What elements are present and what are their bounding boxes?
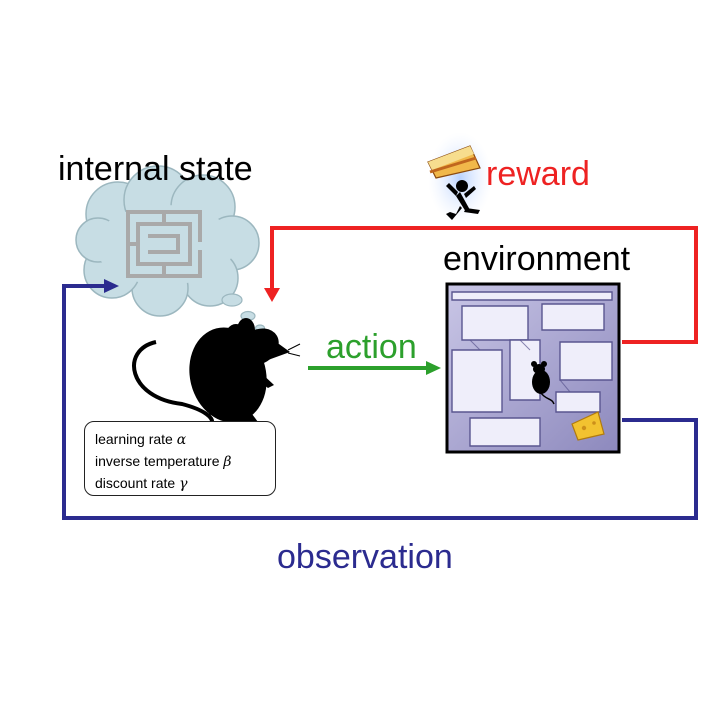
param-discount-rate: discount rate γ <box>95 473 275 495</box>
action-arrow <box>308 361 441 375</box>
internal-state-label: internal state <box>58 150 253 188</box>
param-learning-rate: learning rate α <box>95 429 275 451</box>
cheese-icon <box>571 411 605 441</box>
observation-arrow <box>62 279 698 520</box>
environment-label: environment <box>443 240 631 278</box>
rat-silhouette-icon <box>132 318 301 425</box>
parameter-box: learning rate α inverse temperature β di… <box>84 421 276 496</box>
param-symbol: α <box>176 432 187 448</box>
param-name: discount rate <box>95 475 176 491</box>
param-symbol: γ <box>179 476 188 492</box>
reward-arrow <box>264 226 698 344</box>
param-inverse-temperature: inverse temperature β <box>95 451 275 473</box>
reward-label: reward <box>486 155 590 193</box>
thought-cloud-with-maze-icon <box>75 165 266 332</box>
action-label: action <box>326 328 417 366</box>
maze-with-rat-and-cheese-icon <box>445 282 621 454</box>
param-name: learning rate <box>95 431 173 447</box>
param-symbol: β <box>223 454 232 470</box>
running-figure-carrying-pie-icon <box>427 132 492 224</box>
param-name: inverse temperature <box>95 453 220 469</box>
observation-label: observation <box>277 538 453 576</box>
